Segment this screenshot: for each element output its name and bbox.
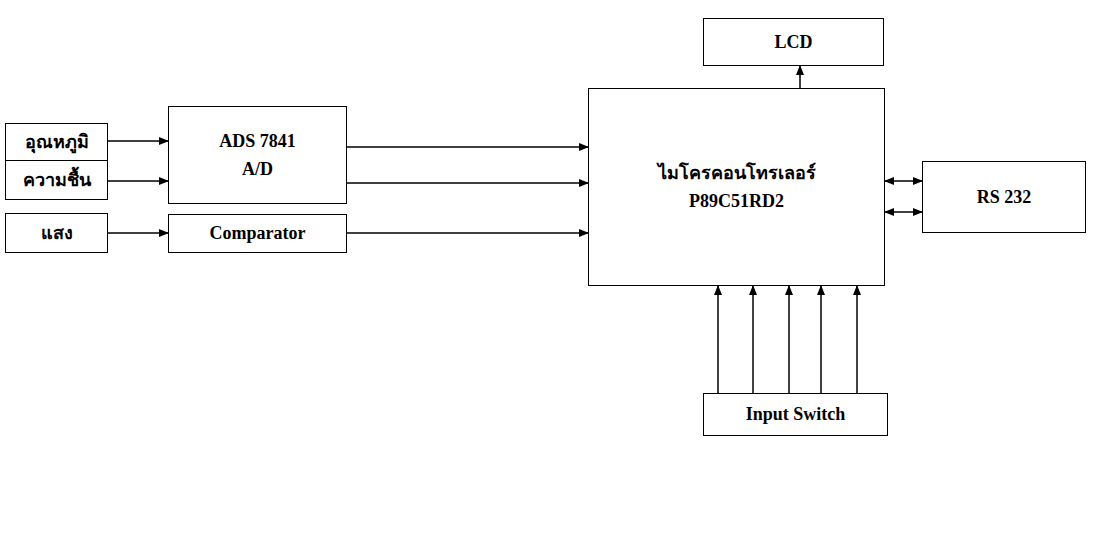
signal-arrow (347, 232, 588, 234)
sensor-box: แสง (5, 213, 108, 253)
signal-arrow (885, 211, 922, 213)
box-label: P89C51RD2 (683, 187, 790, 215)
signal-arrow (752, 286, 754, 393)
box-label: ความชื้น (17, 166, 97, 194)
sensor-box: ความชื้น (5, 160, 108, 200)
box-label: แสง (35, 219, 79, 247)
signal-arrow (799, 66, 801, 88)
signal-arrow (108, 180, 168, 182)
box-label: Input Switch (740, 400, 852, 428)
signal-arrow (885, 180, 922, 182)
switch-box: Input Switch (703, 393, 888, 436)
box-label: A/D (236, 155, 279, 183)
box-label: ไมโครคอนโทรเลอร์ (652, 159, 822, 187)
signal-arrow (856, 286, 858, 393)
comparator-box: Comparator (168, 214, 347, 253)
signal-arrow (717, 286, 719, 393)
box-label: ADS 7841 (213, 127, 302, 155)
signal-arrow (788, 286, 790, 393)
signal-arrow (820, 286, 822, 393)
adc-box: ADS 7841A/D (168, 106, 347, 204)
box-label: LCD (768, 28, 818, 56)
signal-arrow (108, 140, 168, 142)
box-label: อุณหภูมิ (19, 128, 95, 156)
microcontroller-box: ไมโครคอนโทรเลอร์P89C51RD2 (588, 88, 885, 286)
serial-port-box: RS 232 (922, 161, 1086, 233)
signal-arrow (347, 146, 588, 148)
sensor-box: อุณหภูมิ (5, 123, 108, 161)
signal-arrow (347, 182, 588, 184)
display-box: LCD (703, 18, 884, 66)
box-label: RS 232 (971, 183, 1038, 211)
box-label: Comparator (204, 219, 312, 247)
signal-arrow (108, 232, 168, 234)
